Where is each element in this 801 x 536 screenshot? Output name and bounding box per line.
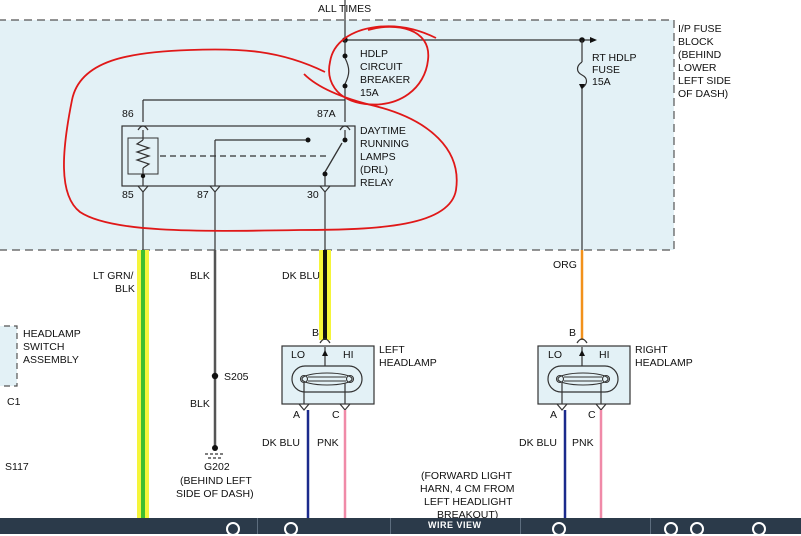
pin-85: 85 <box>122 189 134 201</box>
fuse-block-label-line: (BEHIND <box>678 49 722 61</box>
right-headlamp-pin-a: A <box>550 409 557 421</box>
toolbar-divider <box>520 518 521 534</box>
switch-label-line: ASSEMBLY <box>23 354 79 366</box>
wire-label-blk-top: BLK <box>190 270 210 282</box>
all-times-label: ALL TIMES <box>318 3 371 15</box>
ground-location-line: SIDE OF DASH) <box>176 488 254 500</box>
switch-connector-c1: C1 <box>7 396 21 408</box>
rt-fuse-label-line: FUSE <box>592 64 620 76</box>
harness-note-line: HARN, 4 CM FROM <box>420 483 515 495</box>
relay-label-line: LAMPS <box>360 151 396 163</box>
viewer-toolbar: WIRE VIEW <box>0 518 801 536</box>
rt-hdlp-fuse <box>576 40 588 250</box>
pin-87a: 87A <box>317 108 336 120</box>
left-headlamp-pin-a: A <box>293 409 300 421</box>
feed-arrow <box>590 37 597 43</box>
right-headlamp-label-line: HEADLAMP <box>635 357 693 369</box>
wire-label-left-pnk: PNK <box>317 437 339 449</box>
ground-label: G202 <box>204 461 230 473</box>
switch-label-line: SWITCH <box>23 341 64 353</box>
pin-86: 86 <box>122 108 134 120</box>
fuse-block-label-line: LOWER <box>678 62 717 74</box>
fuse-block-region <box>0 19 675 251</box>
toolbar-label[interactable]: WIRE VIEW <box>428 520 482 530</box>
right-headlamp <box>537 338 631 411</box>
wire-label-blk-bottom: BLK <box>190 398 210 410</box>
breaker-label-line: CIRCUIT <box>360 61 403 73</box>
wire-label-lt-grn: LT GRN/ <box>93 270 134 282</box>
breaker-label-line: BREAKER <box>360 74 411 86</box>
splice-s205 <box>211 372 219 380</box>
fuse-block-label-line: LEFT SIDE <box>678 75 731 87</box>
pin-30: 30 <box>307 189 319 201</box>
drl-relay <box>121 125 356 193</box>
wire-label-left-dk-blu: DK BLU <box>262 437 300 449</box>
wire-label-org: ORG <box>553 259 577 271</box>
fuse-block-label-line: OF DASH) <box>678 88 728 100</box>
left-headlamp <box>281 338 375 411</box>
left-headlamp-pin-c: C <box>332 409 340 421</box>
left-headlamp-lo: LO <box>291 349 305 361</box>
wire-label-right-dk-blu: DK BLU <box>519 437 557 449</box>
relay-label-line: DAYTIME <box>360 125 406 137</box>
fuse-block-label-line: BLOCK <box>678 36 714 48</box>
wire-label-right-pnk: PNK <box>572 437 594 449</box>
right-headlamp-hi: HI <box>599 349 610 361</box>
toolbar-divider <box>257 518 258 534</box>
wire-label-dk-blu-top: DK BLU <box>282 270 320 282</box>
splice-s117: S117 <box>5 461 29 473</box>
rt-fuse-label-line: RT HDLP <box>592 52 637 64</box>
toolbar-divider <box>650 518 651 534</box>
rt-fuse-label-line: 15A <box>592 76 611 88</box>
right-headlamp-pin-b: B <box>569 327 576 339</box>
left-headlamp-pin-b: B <box>312 327 319 339</box>
relay-label-line: RUNNING <box>360 138 409 150</box>
ground-location-line: (BEHIND LEFT <box>180 475 252 487</box>
harness-note-line: (FORWARD LIGHT <box>421 470 513 482</box>
harness-note-line: LEFT HEADLIGHT <box>424 496 513 508</box>
left-headlamp-hi: HI <box>343 349 354 361</box>
right-headlamp-lo: LO <box>548 349 562 361</box>
left-headlamp-label-line: HEADLAMP <box>379 357 437 369</box>
splice-s205-label: S205 <box>224 371 249 383</box>
right-headlamp-pin-c: C <box>588 409 596 421</box>
ground-symbol <box>205 445 225 459</box>
markup-circle-relay <box>63 48 458 232</box>
pin-87: 87 <box>197 189 209 201</box>
toolbar-divider <box>390 518 391 534</box>
relay-label-line: (DRL) <box>360 164 388 176</box>
fuse-block-label-line: I/P FUSE <box>678 23 722 35</box>
relay-label-line: RELAY <box>360 177 394 189</box>
breaker-label-line: 15A <box>360 87 379 99</box>
left-headlamp-label-line: LEFT <box>379 344 405 356</box>
right-headlamp-label-line: RIGHT <box>635 344 668 356</box>
switch-label-line: HEADLAMP <box>23 328 81 340</box>
wire-label-lt-grn: BLK <box>115 283 135 295</box>
headlamp-switch-assembly <box>0 325 18 387</box>
breaker-label-line: HDLP <box>360 48 388 60</box>
